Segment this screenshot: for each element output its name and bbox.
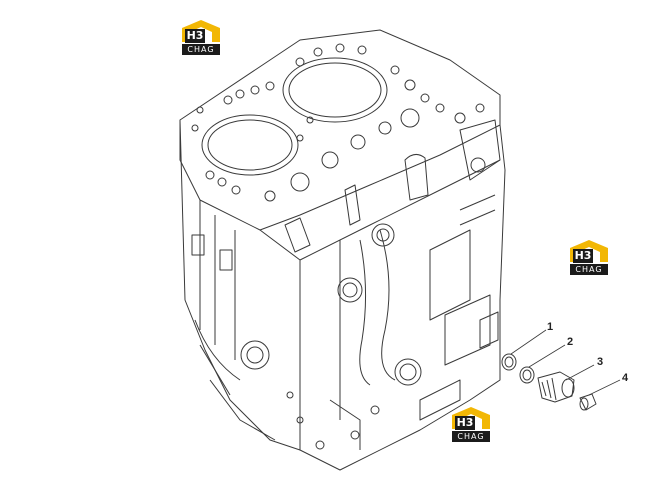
logo-brand: CHAG	[452, 431, 490, 442]
logo-mark: H3	[573, 249, 593, 263]
part-3-relief-valve	[537, 371, 575, 403]
callout-3: 3	[597, 356, 604, 368]
logo-roof-icon	[182, 20, 220, 42]
logo-roof-icon	[570, 240, 608, 262]
logo-mark: H3	[185, 29, 205, 43]
block-top-deck	[179, 29, 501, 231]
oil-port	[394, 358, 422, 386]
part-1-seal-ring	[501, 353, 517, 371]
block-front-face	[299, 124, 506, 471]
watermark-logo-right: H3 CHAG	[570, 240, 608, 276]
watermark-logo-top: H3 CHAG	[182, 20, 220, 56]
watermark-logo-bottom: H3 CHAG	[452, 407, 490, 443]
callout-4: 4	[622, 372, 629, 384]
part-2-washer	[519, 366, 535, 384]
logo-brand: CHAG	[182, 44, 220, 55]
callout-2: 2	[567, 336, 574, 348]
logo-mark: H3	[455, 416, 475, 430]
part-4-plug	[579, 393, 597, 411]
front-port	[337, 277, 363, 303]
leader-lines	[510, 329, 621, 396]
callout-1: 1	[547, 321, 554, 333]
logo-brand: CHAG	[570, 264, 608, 275]
cylinder-bore-front	[201, 114, 299, 176]
deck-holes	[191, 43, 485, 202]
cylinder-bore-rear	[282, 57, 388, 123]
logo-roof-icon	[452, 407, 490, 429]
